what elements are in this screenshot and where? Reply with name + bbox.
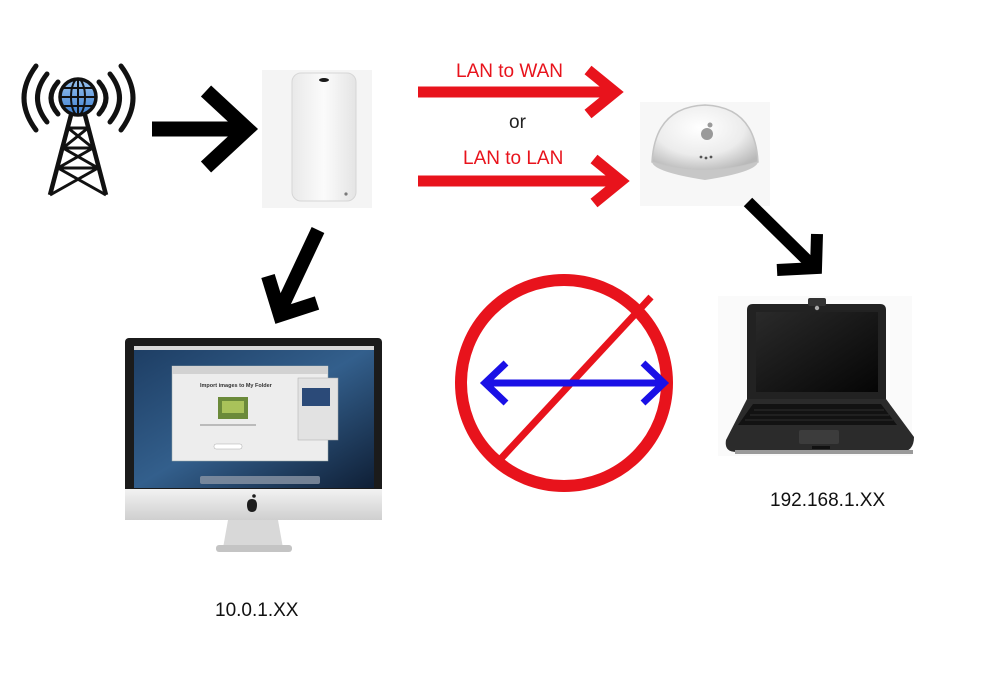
airport-extreme-router-icon [262,70,372,208]
imac-computer-icon: Import images to My Folder [125,338,382,552]
powerbook-laptop-icon [718,296,914,456]
or-label: or [509,112,526,134]
arrow-tower-to-router [152,91,247,167]
lan-to-wan-label: LAN to WAN [456,61,563,83]
imac-screen-title: Import images to My Folder [200,383,273,389]
airport-base-station-icon [640,102,770,206]
radio-tower-icon [24,66,133,195]
arrow-basestation-to-laptop [748,202,817,270]
imac-ip-label: 10.0.1.XX [215,600,298,622]
prohibited-sign-icon [461,280,667,486]
laptop-ip-label: 192.168.1.XX [770,490,885,512]
lan-to-lan-label: LAN to LAN [463,148,563,170]
arrow-router-to-imac [268,230,318,315]
